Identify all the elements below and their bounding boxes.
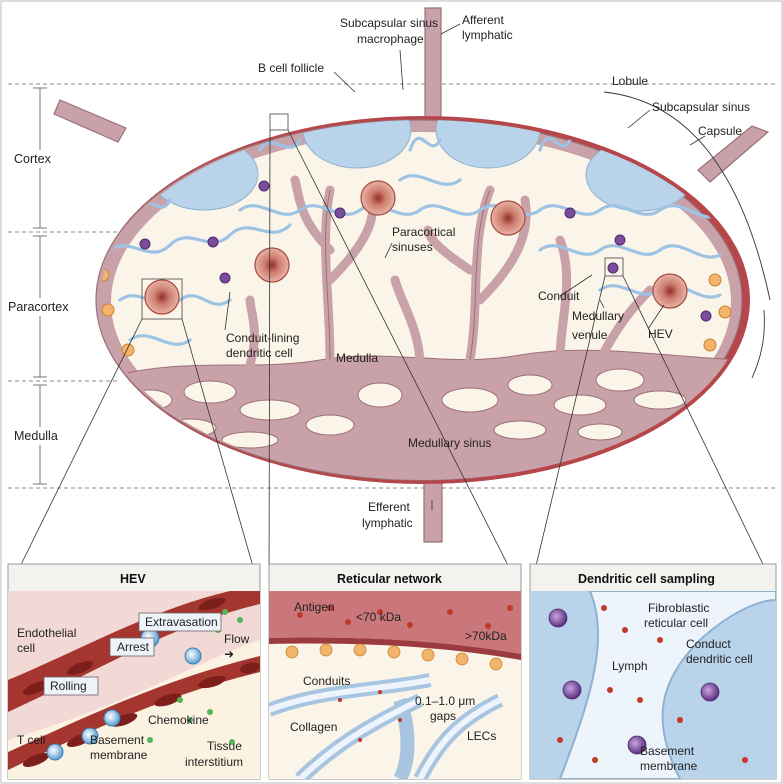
panel-dc: Dendritic cell sampling Fibroblastic ret… — [529, 563, 777, 780]
hev-chemokine: Chemokine — [148, 713, 209, 727]
label-conduit: Conduit — [538, 289, 580, 303]
dc-title: Dendritic cell sampling — [578, 572, 715, 586]
hev-basement-1: Basement — [90, 733, 145, 747]
label-efferent-2: lymphatic — [362, 516, 413, 530]
zone-guides — [4, 83, 776, 489]
label-conduit-dc-1: Conduit-lining — [226, 331, 299, 345]
reticular-gaps-1: 0.1–1.0 μm — [415, 694, 475, 708]
dc-basement-1: Basement — [640, 744, 695, 758]
hev-tissue-2: interstitium — [185, 755, 243, 769]
reticular-title: Reticular network — [337, 572, 442, 586]
zone-cortex: Cortex — [14, 152, 52, 166]
dc-fibroblastic-2: reticular cell — [644, 616, 708, 630]
label-lobule: Lobule — [612, 74, 648, 88]
label-hev: HEV — [648, 327, 673, 341]
dc-conduct-1: Conduct — [686, 637, 731, 651]
hev-endothelial-1: Endothelial — [17, 626, 76, 640]
node-interior — [100, 120, 746, 480]
label-medullary-venule-2: venule — [572, 328, 608, 342]
hev-extravasation: Extravasation — [145, 615, 218, 629]
reticular-conduits: Conduits — [303, 674, 350, 688]
reticular-antigen: Antigen — [294, 600, 335, 614]
hev-t-cell: T cell — [17, 733, 45, 747]
hev-vessels — [144, 180, 688, 315]
reticular-gaps-2: gaps — [430, 709, 456, 723]
hev-title: HEV — [120, 572, 146, 586]
hev-arrest: Arrest — [117, 640, 150, 654]
label-capsule: Capsule — [698, 124, 742, 138]
zone-paracortex: Paracortex — [8, 300, 69, 314]
label-sinus-macrophage-1: Subcapsular sinus — [340, 16, 438, 30]
hev-basement-2: membrane — [90, 748, 148, 762]
hev-flow: Flow — [224, 632, 250, 646]
dc-zoom-box — [604, 257, 624, 277]
flow-arrow-icon: ➜ — [224, 647, 234, 661]
dc-fibroblastic-1: Fibroblastic — [648, 601, 709, 615]
reticular-collagen: Collagen — [290, 720, 337, 734]
dc-lymph: Lymph — [612, 659, 648, 673]
label-medullary-sinus: Medullary sinus — [408, 436, 491, 450]
label-conduit-dc-2: dendritic cell — [226, 346, 293, 360]
label-paracortical-1: Paracortical — [392, 225, 455, 239]
label-afferent-2: lymphatic — [462, 28, 513, 42]
label-medulla: Medulla — [336, 351, 378, 365]
reticular-lt70: <70 kDa — [356, 610, 401, 624]
label-b-cell-follicle: B cell follicle — [258, 61, 324, 75]
dc-conduct-2: dendritic cell — [686, 652, 753, 666]
lobule-bracket — [603, 91, 771, 301]
label-paracortical-2: sinuses — [392, 240, 433, 254]
hev-tissue-1: Tissue — [207, 739, 242, 753]
hev-zoom-box — [141, 278, 183, 320]
reticular-gt70: >70kDa — [465, 629, 507, 643]
label-medullary-venule-1: Medullary — [572, 309, 624, 323]
label-subcapsular-sinus: Subcapsular sinus — [652, 100, 750, 114]
reticular-zoom-box — [269, 113, 289, 131]
hev-endothelial-2: cell — [17, 641, 35, 655]
label-efferent-1: Efferent — [368, 500, 410, 514]
panel-reticular: Reticular network Antigen <70 kDa >70kDa… — [268, 563, 522, 780]
label-sinus-macrophage-2: macrophage — [357, 32, 424, 46]
reticular-lecs: LECs — [467, 729, 496, 743]
panel-hev: HEV Extravasation Arrest Rolling Flow ➜ … — [7, 563, 261, 780]
dendritic-cells — [139, 180, 712, 322]
zone-medulla: Medulla — [14, 429, 58, 443]
hev-rolling: Rolling — [50, 679, 87, 693]
label-afferent-1: Afferent — [462, 13, 504, 27]
lymphatic-vessels — [53, 7, 770, 543]
dc-basement-2: membrane — [640, 759, 698, 773]
